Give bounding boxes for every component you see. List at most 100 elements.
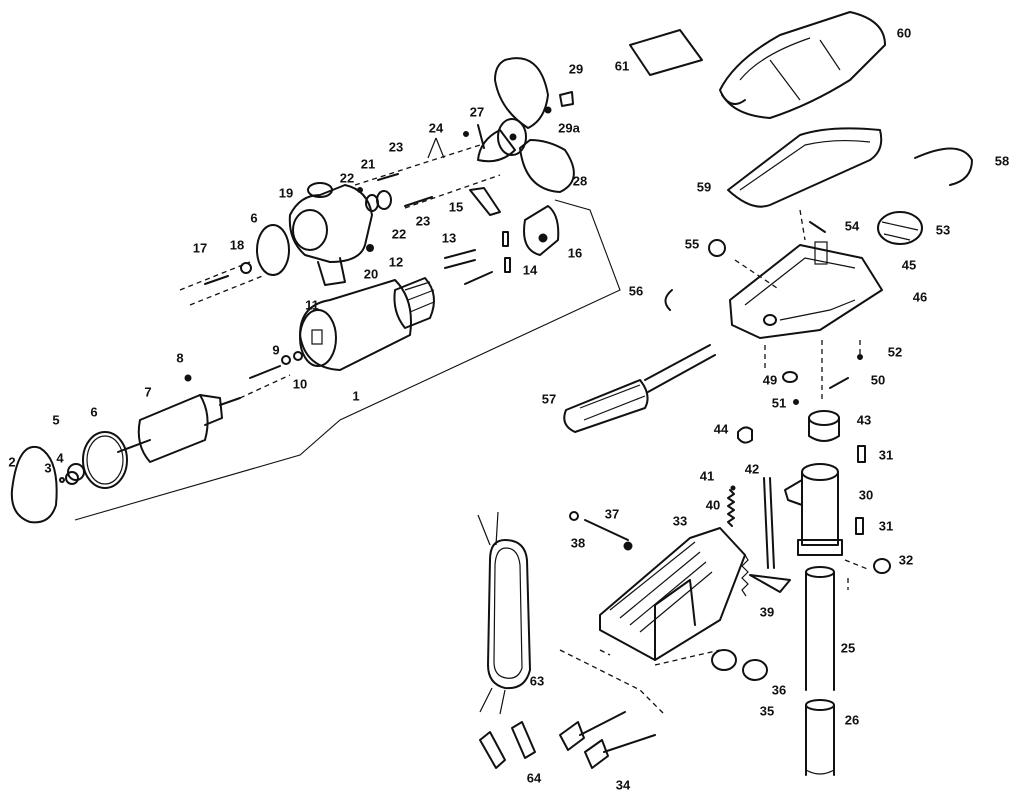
callout-38: 38 xyxy=(570,535,586,551)
pin-13 xyxy=(464,271,493,285)
callout-63: 63 xyxy=(529,673,545,689)
dash-clamp-a xyxy=(559,649,666,716)
bolt-23b xyxy=(404,196,433,207)
callout-30: 30 xyxy=(858,487,874,503)
motor-housing xyxy=(299,279,412,371)
callout-10: 10 xyxy=(292,376,308,392)
power-cord xyxy=(477,511,531,715)
clip-14b xyxy=(504,257,511,273)
clip-58 xyxy=(914,147,973,186)
washer-9 xyxy=(281,355,291,365)
callout-2: 2 xyxy=(8,454,16,470)
callout-60: 60 xyxy=(896,25,912,41)
magnet-ring xyxy=(393,277,435,329)
pin-8 xyxy=(184,374,192,382)
callout-17: 17 xyxy=(192,240,208,256)
lower-unit-housing xyxy=(288,182,373,286)
prop-shaft-line-b xyxy=(404,174,501,209)
dash-r2 xyxy=(799,209,806,241)
pin-27a xyxy=(463,131,469,137)
callout-5: 5 xyxy=(52,412,60,428)
ring-55 xyxy=(708,239,726,257)
pad-35 xyxy=(711,649,737,671)
clamp-screw-upper xyxy=(559,711,626,751)
plate-16-hole xyxy=(538,233,548,243)
screw-20 xyxy=(366,244,374,252)
block-31b xyxy=(855,517,864,535)
callout-33: 33 xyxy=(672,513,688,529)
bolt-37 xyxy=(584,519,629,541)
head-housing xyxy=(729,241,883,339)
frame-59 xyxy=(727,127,883,208)
callout-21: 21 xyxy=(360,156,376,172)
callout-64: 64 xyxy=(526,770,542,786)
callout-56: 56 xyxy=(628,283,644,299)
callout-20: 20 xyxy=(363,266,379,282)
block-31a xyxy=(857,445,866,463)
screw-line-17a xyxy=(179,261,251,291)
knob-53 xyxy=(877,211,923,245)
knob-44 xyxy=(737,426,753,444)
clamp-bracket xyxy=(599,527,749,661)
callout-3: 3 xyxy=(44,460,52,476)
washer-38a xyxy=(569,511,579,521)
leader-24a xyxy=(427,137,437,159)
callout-11: 11 xyxy=(305,297,319,313)
callout-4: 4 xyxy=(56,450,64,466)
clip-49 xyxy=(782,371,798,383)
callout-13: 13 xyxy=(441,230,457,246)
spacer-4 xyxy=(65,471,79,485)
clip-14a xyxy=(502,231,509,247)
shaft-rod xyxy=(249,365,281,379)
part-13 xyxy=(444,249,476,269)
screw-51 xyxy=(793,399,799,405)
screw-50 xyxy=(829,377,849,389)
lever-39 xyxy=(749,574,791,593)
screw-52 xyxy=(857,354,863,360)
callout-35: 35 xyxy=(759,703,775,719)
shaft-26 xyxy=(805,699,835,776)
assembly-bracket-1 xyxy=(74,199,621,521)
knob-32 xyxy=(873,558,891,574)
o-ring-upper xyxy=(256,224,290,276)
dash-r6 xyxy=(844,559,871,571)
collar-43 xyxy=(808,410,840,442)
pin-41 xyxy=(730,485,736,491)
dash-clamp-c xyxy=(654,649,721,666)
frame-59-inner xyxy=(739,139,871,191)
washer-3 xyxy=(59,477,65,483)
bracket-15 xyxy=(469,187,501,216)
armature xyxy=(117,394,241,463)
swivel-bracket xyxy=(784,463,843,556)
callout-24: 24 xyxy=(428,120,444,136)
callout-19: 19 xyxy=(278,185,294,201)
callout-51: 51 xyxy=(771,395,787,411)
shaft-25 xyxy=(805,566,835,691)
callout-6-upper: 6 xyxy=(250,210,258,226)
callout-29a: 29a xyxy=(558,120,580,136)
callout-29: 29 xyxy=(568,61,584,77)
dash-r1 xyxy=(734,259,781,291)
callout-55: 55 xyxy=(684,236,700,252)
bolt-23 xyxy=(377,173,399,181)
callout-12: 12 xyxy=(388,254,404,270)
callout-9: 9 xyxy=(272,342,280,358)
prop-shaft-line-a xyxy=(354,144,481,186)
callout-37: 37 xyxy=(604,506,620,522)
callout-23-lower: 23 xyxy=(415,213,431,229)
spring-40 xyxy=(727,489,735,527)
callout-1: 1 xyxy=(352,388,360,404)
o-ring-lower-inner xyxy=(86,435,124,485)
rod-42 xyxy=(763,477,769,569)
end-cap xyxy=(10,445,58,524)
prop-nut-29 xyxy=(559,91,574,107)
callout-53: 53 xyxy=(935,222,951,238)
callout-57: 57 xyxy=(541,391,557,407)
leader-24b xyxy=(435,137,445,159)
callout-59: 59 xyxy=(696,179,712,195)
ring-56 xyxy=(664,289,673,311)
callout-41: 41 xyxy=(699,468,715,484)
clamp-screw-lower xyxy=(584,734,656,769)
propeller xyxy=(477,57,575,193)
